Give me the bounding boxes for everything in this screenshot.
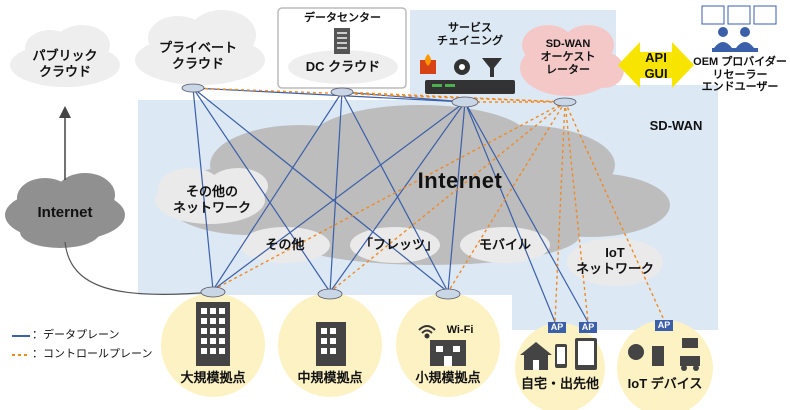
api-gui-label: API GUI bbox=[644, 50, 668, 81]
ap-label-1: AP bbox=[550, 322, 564, 332]
iot-device-label: IoT デバイス bbox=[627, 376, 703, 391]
service-chaining-appliance bbox=[425, 80, 515, 94]
router-nodes bbox=[181, 83, 577, 300]
orchestrator-label: SD-WAN オーケスト レーター bbox=[540, 38, 596, 77]
other-label: その他 bbox=[265, 237, 305, 252]
wifi-icon bbox=[418, 325, 436, 339]
wifi-label: Wi-Fi bbox=[446, 324, 474, 336]
datacenter-header-label: データセンター bbox=[304, 12, 381, 24]
dc-cloud bbox=[288, 50, 398, 84]
oem-label: OEM プロバイダー リセーラー エンドユーザー bbox=[693, 56, 787, 94]
smartphone-icon bbox=[555, 344, 567, 368]
legend-data-plane: ：データプレーン bbox=[32, 329, 120, 341]
service-chaining-label: サービス チェイニング bbox=[437, 22, 503, 48]
virus-gear-icon bbox=[454, 59, 470, 75]
filter-icon bbox=[482, 58, 502, 77]
oem-users-icon bbox=[701, 5, 777, 52]
medium-building-icon bbox=[316, 322, 346, 366]
large-building-icon bbox=[196, 302, 230, 366]
sdwan-area-label: SD-WAN bbox=[649, 118, 703, 133]
api-arrow bbox=[618, 42, 694, 88]
private-cloud bbox=[135, 10, 265, 85]
tablet-icon bbox=[575, 338, 597, 370]
control-plane-lines bbox=[192, 87, 665, 323]
home-site-label: 自宅・出先他 bbox=[520, 376, 599, 391]
data-plane-lines bbox=[192, 87, 589, 323]
dc-cloud-label: DC クラウド bbox=[305, 59, 381, 74]
medium-site-label: 中規模拠点 bbox=[297, 370, 363, 385]
home-icon bbox=[520, 342, 552, 370]
small-site-label: 小規模拠点 bbox=[415, 370, 481, 385]
internet-left-label: Internet bbox=[37, 204, 93, 221]
orchestrator-cloud bbox=[520, 25, 624, 96]
mobile-label: モバイル bbox=[478, 237, 531, 252]
public-cloud-label: パブリック クラウド bbox=[32, 48, 98, 79]
ap-label-2: AP bbox=[581, 322, 595, 332]
flets-label: 「フレッツ」 bbox=[360, 237, 439, 252]
public-cloud bbox=[10, 25, 120, 87]
large-site-label: 大規模拠点 bbox=[180, 370, 246, 385]
firewall-icon bbox=[420, 54, 436, 74]
internet-center-label: Internet bbox=[417, 168, 503, 193]
other-network-label: その他の ネットワーク bbox=[172, 184, 251, 215]
private-cloud-label: プライベート クラウド bbox=[158, 40, 237, 71]
iot-network-label: IoT ネットワーク bbox=[575, 245, 654, 276]
small-building-icon bbox=[430, 340, 466, 366]
ap-label-3: AP bbox=[657, 320, 671, 330]
ap-tags bbox=[548, 320, 673, 333]
iot-devices-icon bbox=[628, 338, 700, 371]
data-server-icon bbox=[334, 28, 350, 54]
large-site-to-internet-line bbox=[64, 241, 214, 296]
left-internet-cloud bbox=[5, 173, 125, 248]
legend-control-plane: ：コントロールプレーン bbox=[32, 348, 153, 360]
